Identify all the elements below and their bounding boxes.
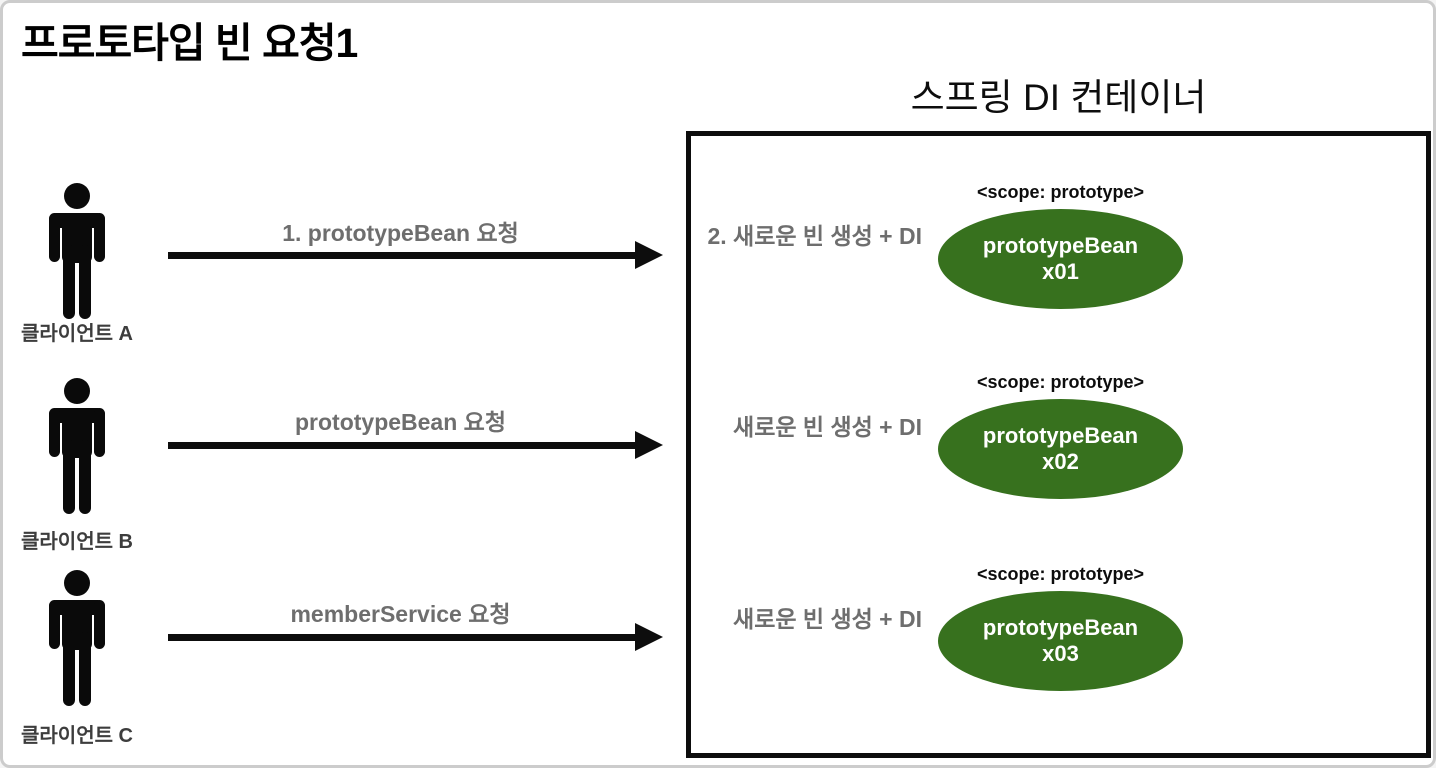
bean-name: prototypeBean: [982, 232, 1139, 258]
request-arrow-head-icon: [635, 241, 663, 269]
request-arrow-head-icon: [635, 623, 663, 651]
bean-instance: x01: [1042, 259, 1079, 284]
client-label: 클라이언트 A: [21, 323, 133, 345]
request-arrow: [168, 442, 638, 449]
request-row-3: 클라이언트 C memberService 요청 새로운 빈 생성 + DI <…: [3, 3, 1433, 765]
request-arrow-label: 1. prototypeBean 요청: [282, 220, 519, 246]
client-label: 클라이언트 B: [21, 531, 133, 553]
request-arrow: [168, 252, 638, 259]
bean-instance: x02: [1042, 449, 1079, 474]
bean-ellipse: prototypeBean x02: [938, 399, 1183, 499]
request-row-1: 클라이언트 A 1. prototypeBean 요청 2. 새로운 빈 생성 …: [3, 3, 1433, 765]
scope-label: <scope: prototype>: [976, 182, 1145, 202]
bean-creation-label: 새로운 빈 생성 + DI: [733, 414, 922, 440]
client-label: 클라이언트 C: [21, 725, 133, 747]
person-icon: [49, 183, 105, 319]
request-arrow-head-icon: [635, 431, 663, 459]
bean-creation-label: 새로운 빈 생성 + DI: [733, 606, 922, 632]
person-icon: [49, 570, 105, 706]
request-arrow-label: prototypeBean 요청: [294, 409, 506, 435]
di-container-title: 스프링 DI 컨테이너: [910, 77, 1207, 118]
request-arrow-label: memberService 요청: [290, 601, 511, 627]
scope-label: <scope: prototype>: [976, 372, 1145, 392]
bean-name: prototypeBean: [982, 614, 1139, 640]
bean-name: prototypeBean: [982, 422, 1139, 448]
request-row-2: 클라이언트 B prototypeBean 요청 새로운 빈 생성 + DI <…: [3, 3, 1433, 765]
client-person-icon: [36, 378, 118, 514]
client-person-icon: [36, 183, 118, 319]
bean-ellipse: prototypeBean x01: [938, 209, 1183, 309]
person-icon: [49, 378, 105, 514]
bean-ellipse: prototypeBean x03: [938, 591, 1183, 691]
bean-instance: x03: [1042, 641, 1079, 666]
client-person-icon: [36, 570, 118, 706]
bean-creation-label: 2. 새로운 빈 생성 + DI: [707, 223, 922, 249]
page-title: 프로토타입 빈 요청1: [21, 20, 358, 66]
request-arrow: [168, 634, 638, 641]
scope-label: <scope: prototype>: [976, 564, 1145, 584]
